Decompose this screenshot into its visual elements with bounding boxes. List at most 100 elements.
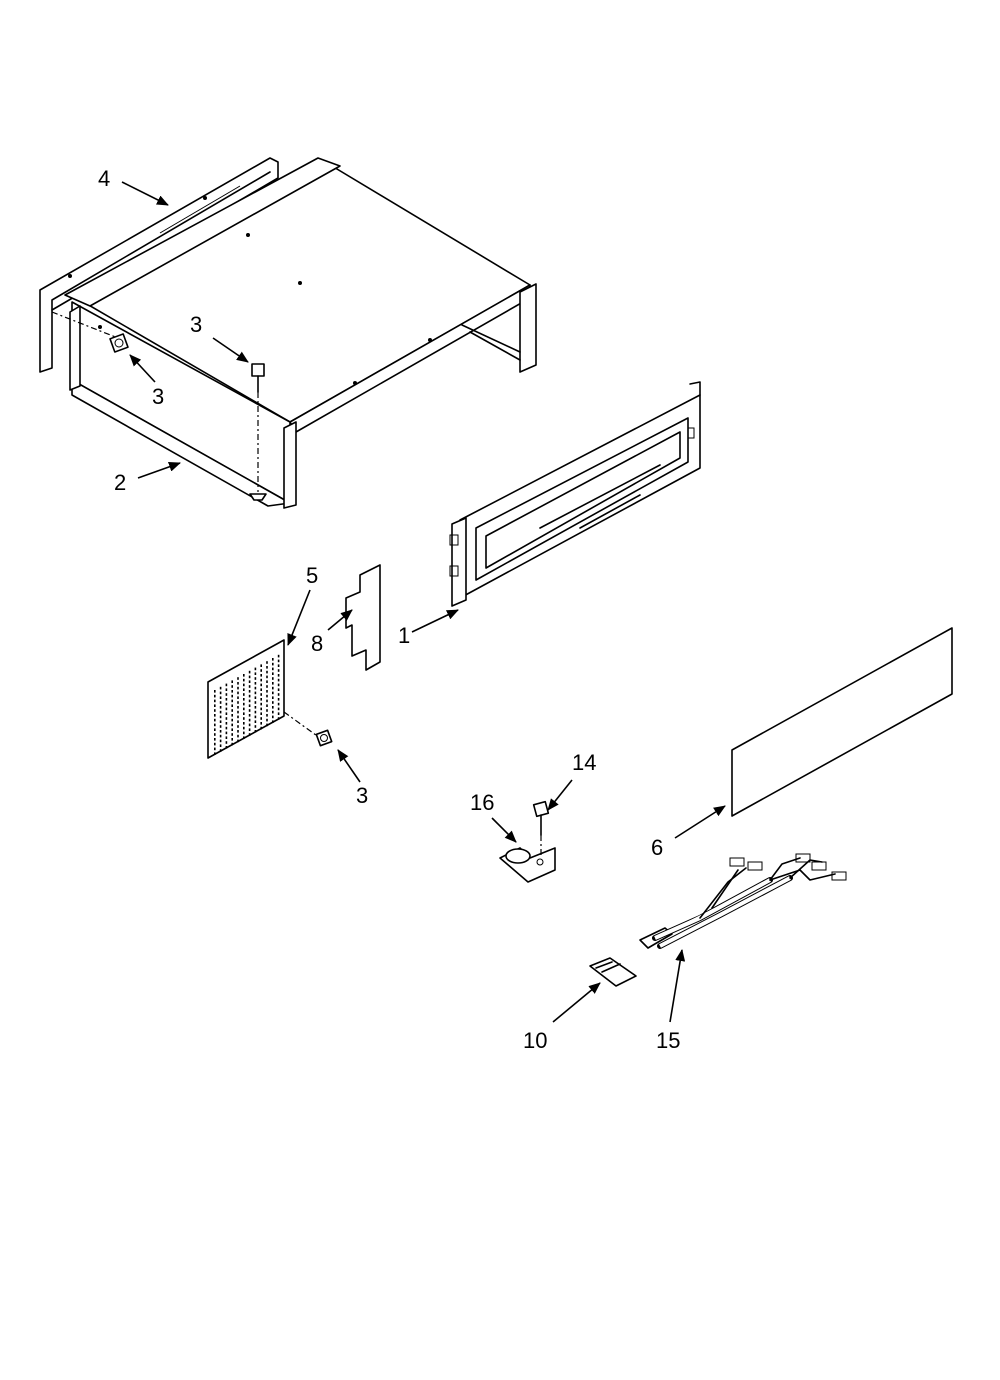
- grille-hole: [272, 662, 274, 666]
- grille-hole: [237, 720, 239, 723]
- callout-3-bottom: 3: [356, 783, 368, 808]
- grille-hole: [277, 717, 280, 720]
- grille-hole: [243, 717, 245, 720]
- grille-hole: [219, 725, 222, 728]
- grille-hole: [237, 691, 239, 695]
- callout-8: 8: [311, 631, 323, 656]
- grille-hole: [231, 718, 233, 722]
- grille-hole: [248, 723, 251, 727]
- grille-hole: [243, 683, 245, 687]
- grille-hole: [225, 698, 228, 701]
- grille-hole: [225, 683, 228, 687]
- grille-hole: [248, 685, 251, 688]
- grille-hole: [272, 706, 274, 709]
- screw-3c-icon: [283, 711, 333, 747]
- grille-hole: [248, 704, 251, 707]
- grille-hole: [243, 693, 245, 696]
- grille-hole: [231, 723, 233, 727]
- grille-hole: [214, 728, 216, 731]
- grille-hole: [254, 706, 257, 709]
- grille-hole: [225, 707, 228, 711]
- grille-hole: [231, 680, 233, 683]
- grille-hole: [248, 718, 251, 722]
- grille-hole: [277, 712, 280, 715]
- grille-hole: [260, 678, 262, 682]
- grille-hole: [214, 694, 216, 698]
- grille-hole: [266, 685, 268, 688]
- grille-hole: [237, 696, 239, 699]
- grille-hole: [277, 683, 280, 687]
- grille-hole: [248, 675, 251, 679]
- grille-hole: [266, 699, 268, 703]
- grille-hole: [266, 704, 268, 707]
- grille-hole: [214, 718, 216, 722]
- grille-hole: [272, 686, 274, 690]
- grille-hole: [254, 672, 257, 675]
- grille-hole: [219, 715, 222, 719]
- grille-hole: [219, 710, 222, 714]
- grille-hole: [237, 686, 239, 690]
- grille-hole: [260, 707, 262, 711]
- grille-hole: [266, 666, 268, 669]
- callout-10: 10: [523, 1028, 547, 1053]
- grille-hole: [277, 702, 280, 706]
- grille-hole: [214, 704, 216, 707]
- grille-hole: [254, 682, 257, 685]
- grille-hole: [248, 670, 251, 674]
- grille-hole: [225, 722, 228, 725]
- grille-hole: [214, 709, 216, 712]
- grille-hole: [219, 696, 222, 699]
- grille-hole: [243, 674, 245, 677]
- callout-14: 14: [572, 750, 596, 775]
- grille-hole: [260, 726, 262, 730]
- grille-hole: [266, 680, 268, 683]
- grille-hole: [248, 690, 251, 693]
- grille-hole: [272, 715, 274, 719]
- grille-hole: [266, 709, 268, 712]
- grille-hole: [260, 674, 262, 677]
- grille-hole: [214, 733, 216, 736]
- grille-hole: [277, 659, 280, 663]
- callout-15: 15: [656, 1028, 680, 1053]
- grille-hole: [219, 749, 222, 752]
- grille-hole: [219, 744, 222, 747]
- grille-hole: [231, 742, 233, 746]
- grille-hole: [231, 733, 233, 736]
- grille-hole: [248, 709, 251, 712]
- grille-hole: [248, 733, 251, 736]
- grille-hole: [260, 722, 262, 725]
- grille-hole: [272, 677, 274, 680]
- callout-2: 2: [114, 470, 126, 495]
- grille-hole: [272, 667, 274, 671]
- part-5-grille-panel: [207, 639, 285, 759]
- grille-hole: [277, 698, 280, 701]
- grille-hole: [266, 723, 268, 727]
- grille-hole: [248, 699, 251, 703]
- grille-hole: [225, 741, 228, 744]
- grille-hole: [272, 701, 274, 704]
- grille-hole: [277, 693, 280, 696]
- grille-hole: [248, 680, 251, 683]
- grille-hole: [237, 715, 239, 719]
- grille-hole: [219, 739, 222, 743]
- grille-hole: [272, 658, 274, 661]
- grille-hole: [231, 704, 233, 707]
- grille-hole: [243, 726, 245, 730]
- grille-hole: [237, 677, 239, 680]
- grille-hole: [272, 682, 274, 685]
- grille-hole: [243, 688, 245, 691]
- grille-hole: [277, 664, 280, 667]
- grille-hole: [254, 730, 257, 733]
- grille-hole: [277, 674, 280, 677]
- grille-hole: [260, 664, 262, 667]
- grille-hole: [219, 730, 222, 733]
- grille-hole: [254, 725, 257, 728]
- grille-hole: [219, 706, 222, 709]
- grille-hole: [277, 707, 280, 711]
- grille-hole: [214, 747, 216, 751]
- grille-hole: [243, 722, 245, 725]
- grille-hole: [231, 690, 233, 693]
- grille-hole: [225, 693, 228, 696]
- grille-hole: [272, 696, 274, 699]
